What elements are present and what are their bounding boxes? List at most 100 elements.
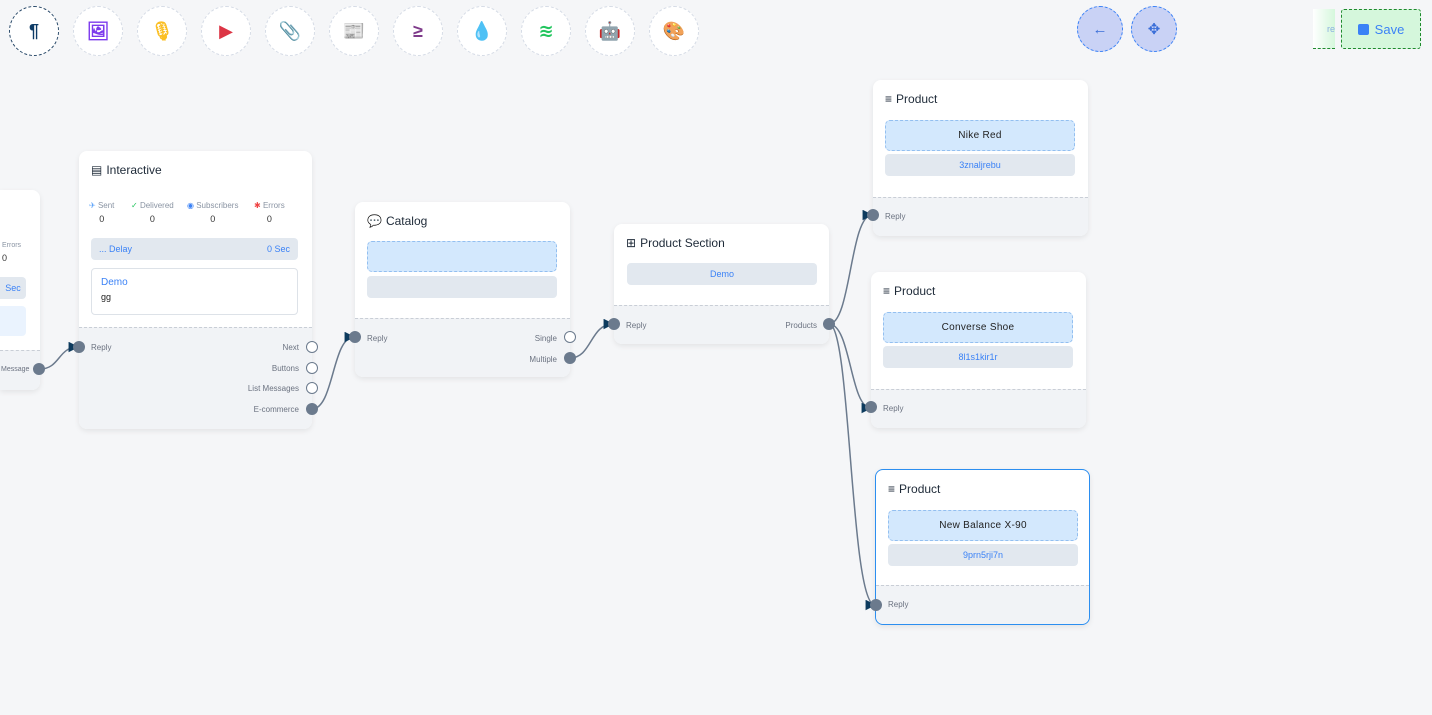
product-node[interactable]: ≡Product Converse Shoe 8l1s1kir1r Reply — [865, 272, 1086, 428]
edge — [828, 209, 874, 325]
product-name[interactable]: New Balance X-90 — [888, 510, 1078, 541]
droplet-icon: 💧 — [470, 20, 494, 41]
tool-button-newspaper[interactable]: 📰 — [329, 6, 379, 56]
tool-button-paragraph[interactable]: ¶ — [9, 6, 59, 56]
tool-button-image[interactable]: 🖼 — [73, 6, 123, 56]
catalog-node[interactable]: 💬Catalog Reply Single Multiple — [349, 202, 576, 377]
input-label: Reply — [626, 321, 647, 330]
fit-view-button[interactable]: ✥ — [1131, 6, 1177, 52]
message-box[interactable]: Demo gg — [91, 268, 298, 315]
node-footer: Reply — [873, 197, 1088, 236]
stat-icon: ✈ — [89, 201, 96, 210]
tool-button-microphone[interactable]: 🎙 — [137, 6, 187, 56]
product-section-node[interactable]: ⊞Product Section Demo Reply Products — [608, 224, 835, 344]
tool-button-stack-overflow[interactable]: ≋ — [521, 6, 571, 56]
robot-icon: 🤖 — [598, 20, 622, 41]
input-label: Reply — [91, 343, 112, 352]
output-handle-buttons[interactable] — [306, 362, 318, 374]
stat-icon: ✓ — [131, 201, 138, 210]
save-button[interactable]: Save — [1341, 9, 1421, 49]
newspaper-icon: ▤ — [91, 163, 103, 177]
product-id: 9prn5rji7n — [888, 544, 1078, 566]
microphone-icon: 🎙 — [150, 20, 174, 41]
product-id-label: 9prn5rji7n — [962, 550, 1004, 560]
tool-button-robot[interactable]: 🤖 — [585, 6, 635, 56]
message-text: gg — [101, 292, 112, 302]
section-item[interactable]: Demo — [627, 263, 817, 285]
bars-icon: ≡ — [888, 482, 896, 496]
compress-icon: ✥ — [1147, 21, 1161, 38]
palette-icon: 🎨 — [662, 20, 686, 41]
output-label-multiple: Multiple — [529, 355, 557, 364]
node-footer: Reply Products — [614, 305, 829, 344]
catalog-item[interactable] — [367, 241, 557, 272]
stat-icon: ✱ — [254, 201, 261, 210]
input-label: Reply — [888, 600, 909, 609]
message-title: Demo — [101, 277, 128, 288]
output-handle-products[interactable] — [823, 318, 835, 330]
node-footer: Reply — [871, 389, 1086, 428]
section-item-label: Demo — [709, 269, 734, 279]
node-title: 💬Catalog — [367, 214, 428, 228]
input-handle[interactable] — [608, 318, 620, 330]
product-node[interactable]: ≡Product New Balance X-90 9prn5rji7n Rep… — [870, 469, 1090, 625]
product-id-label: 3znaljrebu — [959, 160, 1001, 170]
output-label: Message — [1, 366, 30, 373]
tool-button-paperclip[interactable]: 📎 — [265, 6, 315, 56]
product-name[interactable]: Converse Shoe — [883, 312, 1073, 343]
product-id: 3znaljrebu — [885, 154, 1075, 176]
delay-bar[interactable]: Sec — [0, 277, 26, 299]
node-footer: Reply — [876, 585, 1089, 624]
comment-icon: 💬 — [367, 214, 382, 228]
tool-button-palette[interactable]: 🎨 — [649, 6, 699, 56]
input-label: Reply — [885, 212, 906, 221]
node-footer: Reply Single Multiple — [355, 318, 570, 377]
edge — [39, 341, 80, 370]
output-label-ecommerce: E-commerce — [253, 405, 299, 414]
output-handle[interactable] — [33, 363, 45, 375]
output-handle-multiple[interactable] — [564, 352, 576, 364]
node-title: ▤Interactive — [91, 163, 162, 177]
bars-icon: ≡ — [883, 284, 891, 298]
input-label: Reply — [883, 404, 904, 413]
input-handle[interactable] — [870, 599, 882, 611]
product-node[interactable]: ≡Product Nike Red 3znaljrebu Reply — [867, 80, 1088, 236]
input-handle[interactable] — [349, 331, 361, 343]
input-handle[interactable] — [73, 341, 85, 353]
edge — [569, 318, 615, 359]
product-name[interactable]: Nike Red — [885, 120, 1075, 151]
output-handle-list-messages[interactable] — [306, 382, 318, 394]
product-name-label: New Balance X-90 — [939, 520, 1027, 531]
node-title: ⊞Product Section — [626, 236, 725, 250]
input-handle[interactable] — [865, 401, 877, 413]
bars-icon: ≡ — [885, 92, 893, 106]
tool-button-droplet[interactable]: 💧 — [457, 6, 507, 56]
node-title: ≡Product — [885, 92, 938, 106]
output-label-single: Single — [534, 334, 557, 343]
output-handle-next[interactable] — [306, 341, 318, 353]
output-handle-ecommerce[interactable] — [306, 403, 318, 415]
product-id: 8l1s1kir1r — [883, 346, 1073, 368]
node-title: ≡Product — [888, 482, 941, 496]
output-label-list-messages: List Messages — [247, 384, 299, 393]
back-button[interactable]: ← — [1077, 6, 1123, 52]
delay-value: 0 Sec — [266, 244, 290, 254]
stack-overflow-icon: ≋ — [538, 20, 554, 41]
tool-button-greater-equal[interactable]: ≥ — [393, 6, 443, 56]
tool-button-youtube[interactable]: ▶ — [201, 6, 251, 56]
message-box[interactable] — [0, 306, 26, 336]
newspaper-icon: 📰 — [342, 20, 366, 41]
image-icon: 🖼 — [86, 20, 110, 41]
output-handle-single[interactable] — [564, 331, 576, 343]
greater-equal-icon: ≥ — [413, 20, 423, 41]
hidden-button[interactable]: re — [1313, 9, 1335, 49]
input-handle[interactable] — [867, 209, 879, 221]
output-label-products: Products — [785, 321, 817, 330]
